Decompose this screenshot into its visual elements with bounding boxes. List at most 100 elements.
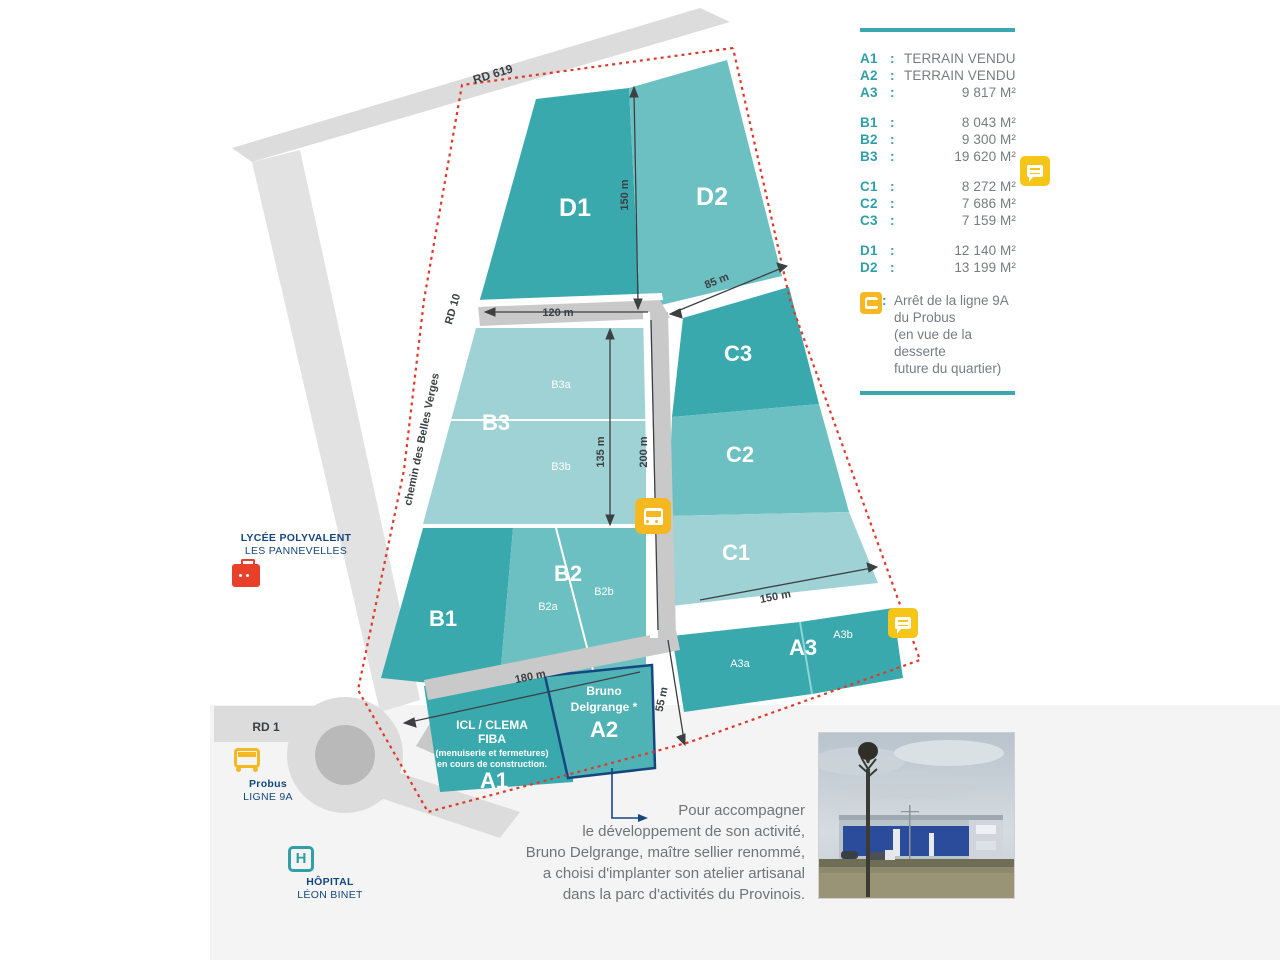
building-photo [818, 732, 1015, 899]
legend-key: D1 [860, 243, 878, 258]
dim-55: 55 m [654, 686, 671, 713]
parcel-group-b3 [423, 328, 646, 524]
internal-roads [424, 293, 680, 700]
svg-text:en cours de construction.: en cours de construction. [437, 759, 547, 769]
legend-value: 9 300 M² [961, 132, 1016, 147]
legend-key: A2 [860, 68, 878, 83]
hospital-h-symbol: H [288, 846, 314, 872]
legend-bottom-rule [860, 391, 1015, 395]
landmark-probus: Probus LIGNE 9A [232, 742, 304, 804]
legend-colon: : [890, 196, 895, 211]
caption-connector [611, 768, 648, 822]
legend-value: 9 817 M² [961, 85, 1016, 100]
legend-group-d: D1 : 12 140 M² D2 : 13 199 M² [860, 242, 1020, 276]
a2-company-annotation: Bruno Delgrange * [571, 684, 638, 714]
legend-colon: : [890, 68, 895, 83]
legend-row-c2: C2 : 7 686 M² [860, 195, 1020, 212]
svg-text:Bruno: Bruno [586, 684, 621, 698]
caption-line1: Pour accompagner [678, 802, 805, 819]
parcel-d1 [478, 88, 640, 306]
bus-stop-icon-map[interactable] [635, 498, 671, 534]
parcel-c3 [672, 287, 819, 417]
legend-bus-stop-entry: : Arrêt de la ligne 9A du Probus (en vue… [860, 292, 1020, 377]
bus-text-line2: du Probus [894, 310, 956, 325]
parcel-label-a3: A3 [789, 635, 817, 660]
legend-key: C2 [860, 196, 878, 211]
legend-group-b: B1 : 8 043 M² B2 : 9 300 M² B3 : 19 620 … [860, 114, 1020, 165]
landmark-hopital: H HÔPITAL LÉON BINET [288, 840, 372, 902]
caption-line2: le développement de son activité, [582, 823, 805, 840]
dim-150-d: 150 m [619, 179, 631, 210]
parcel-a3b [800, 608, 903, 694]
legend-value: 13 199 M² [954, 260, 1016, 275]
legend-top-rule [860, 28, 1015, 32]
photo-illustration [819, 733, 1014, 898]
parcel-group-d [478, 60, 782, 306]
parcel-a1 [424, 670, 573, 792]
landmark-lycee: LYCÉE POLYVALENT LES PANNEVELLES [232, 532, 360, 587]
parcel-label-d2: D2 [696, 183, 728, 211]
dim-120: 120 m [542, 307, 573, 319]
legend-row-a1: A1 : TERRAIN VENDU [860, 50, 1020, 67]
speech-bubble-icon [1027, 165, 1043, 182]
legend-value: 8 043 M² [961, 115, 1016, 130]
parcel-label-c2: C2 [726, 442, 754, 467]
hospital-icon: H [288, 846, 372, 872]
legend-colon: : [890, 260, 895, 275]
road-label-rd1: RD 1 [252, 720, 280, 734]
parcel-group-a [424, 608, 903, 792]
legend-key: A1 [860, 51, 878, 66]
parcel-label-c1: C1 [722, 540, 750, 565]
legend-key: D2 [860, 260, 878, 275]
legend-colon: : [890, 115, 895, 130]
legend-colon: : [890, 85, 895, 100]
bus-stop-icon-legend [860, 292, 882, 377]
hopital-line2: LÉON BINET [297, 889, 363, 901]
parcel-c1 [668, 512, 878, 606]
caption-line4: a choisi d'implanter son atelier artisan… [542, 865, 805, 882]
hopital-line1: HÔPITAL [306, 876, 354, 888]
legend-key: C3 [860, 213, 878, 228]
dim-200: 200 m [638, 436, 650, 467]
probus-line2: LIGNE 9A [243, 791, 293, 803]
legend-colon: : [890, 149, 895, 164]
legend-colon: : [890, 243, 895, 258]
caption-line3: Bruno Delgrange, maître sellier renommé, [525, 844, 805, 861]
legend-group-c: C1 : 8 272 M² C2 : 7 686 M² C3 : 7 159 M… [860, 178, 1020, 229]
legend-row-b3: B3 : 19 620 M² [860, 148, 1020, 165]
bus-text-line1: Arrêt de la ligne 9A [894, 293, 1009, 308]
legend-colon: : [890, 179, 895, 194]
parcel-label-b2b: B2b [594, 586, 614, 598]
parcel-b3 [423, 328, 646, 524]
info-bubble-icon-map[interactable] [888, 608, 918, 638]
legend-colon: : [890, 132, 895, 147]
legend-panel: A1 : TERRAIN VENDU A2 : TERRAIN VENDU A3… [860, 28, 1020, 395]
dim-150-c: 150 m [759, 588, 792, 606]
parcel-b1 [381, 528, 513, 690]
legend-bus-text: Arrêt de la ligne 9A du Probus (en vue d… [894, 292, 1020, 377]
briefcase-icon [232, 559, 360, 587]
legend-row-c3: C3 : 7 159 M² [860, 212, 1020, 229]
parcel-label-c3: C3 [724, 341, 752, 366]
bus-text-line4: future du quartier) [894, 361, 1002, 376]
svg-text:FIBA: FIBA [478, 732, 506, 746]
legend-value: 12 140 M² [954, 243, 1016, 258]
legend-colon: : [890, 213, 895, 228]
legend-group-a: A1 : TERRAIN VENDU A2 : TERRAIN VENDU A3… [860, 50, 1020, 101]
legend-row-d2: D2 : 13 199 M² [860, 259, 1020, 276]
parcel-group-c [668, 287, 878, 606]
legend-key: B2 [860, 132, 878, 147]
info-bubble-icon[interactable] [1020, 156, 1050, 186]
legend-key: B1 [860, 115, 878, 130]
caption-line5: dans la parc d'activités du Provinois. [562, 886, 805, 903]
a1-company-annotation: ICL / CLEMA FIBA (menuiserie et fermetur… [435, 718, 548, 769]
legend-row-b1: B1 : 8 043 M² [860, 114, 1020, 131]
bus-glyph-icon [643, 507, 663, 525]
legend-value: 8 272 M² [961, 179, 1016, 194]
legend-row-d1: D1 : 12 140 M² [860, 242, 1020, 259]
parcel-label-a2: A2 [590, 717, 618, 742]
parcel-label-b1: B1 [429, 606, 457, 631]
legend-value: 19 620 M² [954, 149, 1016, 164]
parcel-c2 [668, 404, 849, 516]
parcel-label-b3: B3 [482, 410, 510, 435]
